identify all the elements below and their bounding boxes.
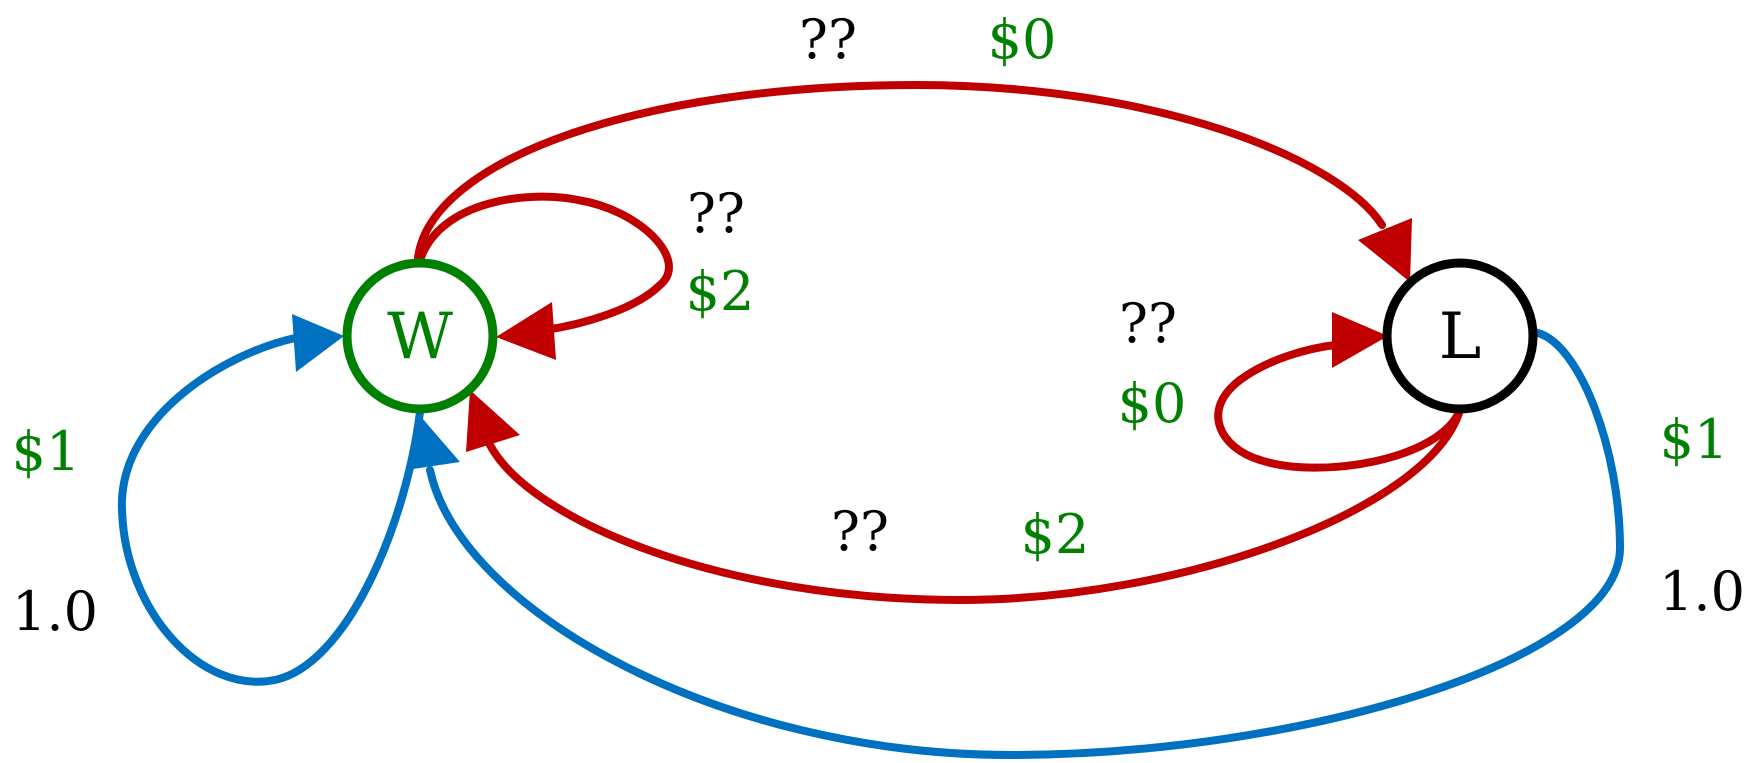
edge-w-to-l <box>414 80 1386 262</box>
label-w-self-blue-reward: $1 <box>12 420 81 483</box>
edge-w-self-red <box>416 192 673 334</box>
label-l-to-w-blue-reward: $1 <box>1660 408 1729 471</box>
label-w-self-red-reward: $2 <box>686 260 755 323</box>
node-w-label: W <box>387 300 453 374</box>
label-l-to-w-red-reward: $2 <box>1021 503 1090 566</box>
node-l-label: L <box>1439 300 1482 374</box>
label-l-self-red-reward: $0 <box>1118 372 1187 435</box>
label-w-self-red-probability: ?? <box>687 182 745 245</box>
arrowhead-l-to-w-red <box>466 390 520 452</box>
label-w-to-l-reward: $0 <box>988 8 1057 71</box>
edge-w-self-blue <box>117 334 424 686</box>
node-l-circle <box>1382 258 1538 414</box>
label-l-to-w-blue-probability: 1.0 <box>1659 560 1745 623</box>
arrowhead-w-self-red <box>496 302 556 360</box>
label-l-self-red-probability: ?? <box>1119 292 1177 355</box>
edge-l-self-red <box>1214 341 1464 472</box>
edge-l-to-w-red <box>486 406 1464 605</box>
edge-l-to-w-blue <box>426 329 1625 760</box>
node-w-circle <box>342 258 498 414</box>
arrowhead-w-to-l <box>1358 218 1412 282</box>
arrowhead-l-to-w-blue <box>406 418 460 470</box>
label-w-self-blue-probability: 1.0 <box>12 580 98 643</box>
label-l-to-w-red-probability: ?? <box>831 500 889 563</box>
label-w-to-l-probability: ?? <box>799 8 857 71</box>
arrowhead-l-self-red <box>1332 312 1388 368</box>
arrowhead-w-self-blue <box>292 314 344 372</box>
